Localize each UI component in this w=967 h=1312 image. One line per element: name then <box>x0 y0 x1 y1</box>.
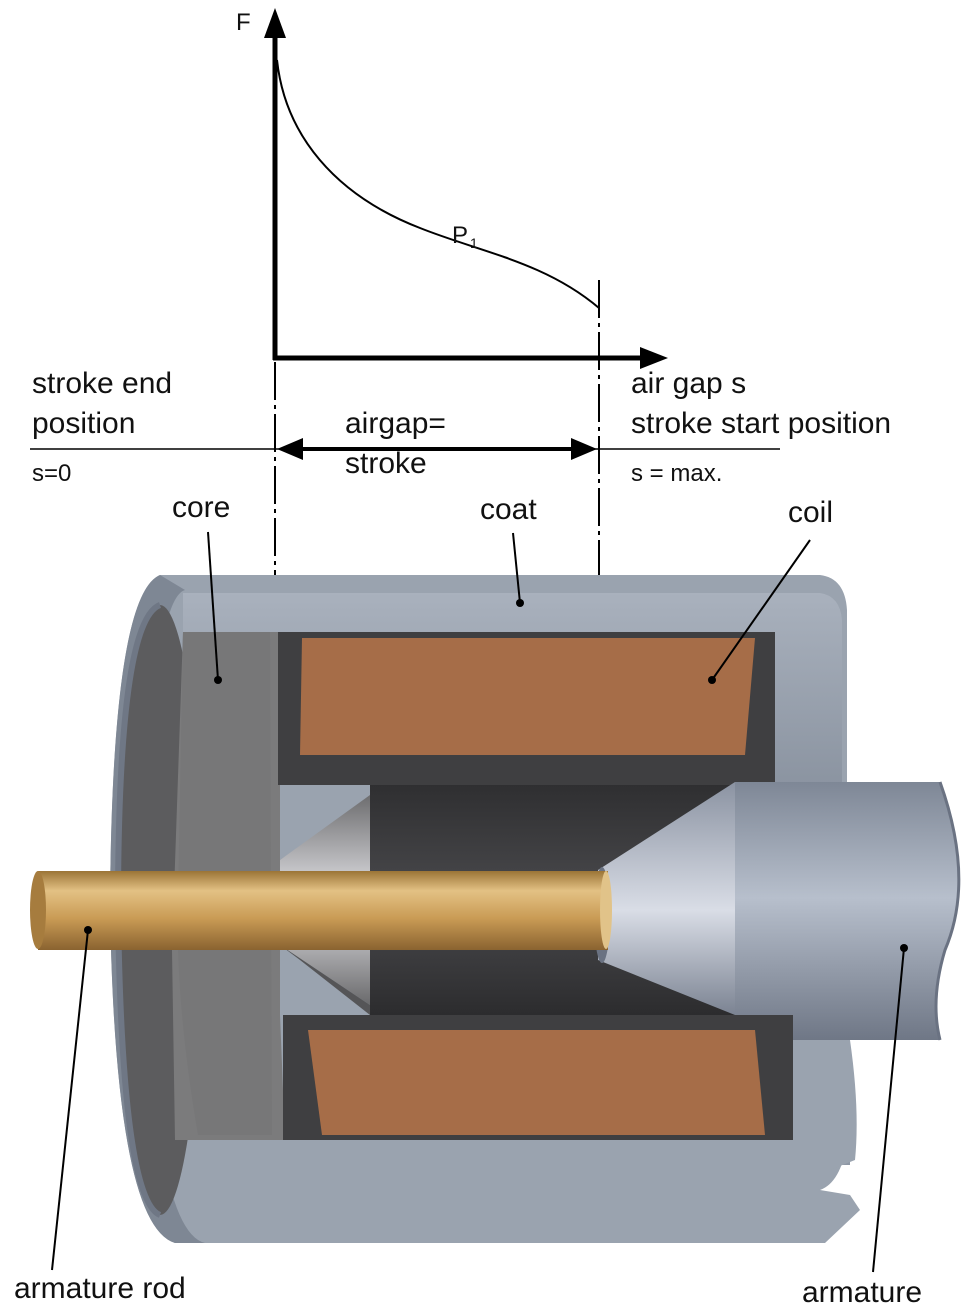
coat-label: coat <box>480 493 537 526</box>
coil-winding-top <box>300 638 755 755</box>
coil-dot <box>708 676 716 684</box>
y-axis-arrowhead <box>264 8 286 38</box>
solenoid-body <box>30 575 961 1243</box>
coil-label: coil <box>788 496 833 529</box>
leader-lines <box>51 531 905 1273</box>
s-zero-label: s=0 <box>32 460 71 487</box>
airgap-right-arrowhead <box>571 438 597 460</box>
core-leader <box>207 531 219 681</box>
coat-bottom-face <box>198 1040 857 1170</box>
armature-rod-right-end <box>600 871 612 949</box>
armature-end <box>934 781 961 1041</box>
coat-leader <box>512 532 521 604</box>
armature-rod-dot <box>84 926 92 934</box>
armature-rod-leader <box>51 929 89 1271</box>
force-curve <box>276 59 600 309</box>
armature-body <box>735 782 959 1040</box>
armature-dot <box>900 944 908 952</box>
stroke-start-position-label: stroke start position <box>631 407 891 440</box>
force-stroke-graph: F P 1 <box>236 8 668 369</box>
coat-dot <box>516 599 524 607</box>
x-axis-arrowhead <box>640 347 668 369</box>
coil-leader <box>711 539 811 681</box>
armature-leader <box>872 947 905 1273</box>
s-max-label: s = max. <box>631 460 722 487</box>
armature-label: armature <box>802 1276 922 1309</box>
stroke-end-label: stroke end <box>32 367 172 400</box>
armature-rod-label: armature rod <box>14 1272 186 1305</box>
stroke-label: stroke <box>345 447 427 480</box>
airgap-left-arrowhead <box>277 438 303 460</box>
core-label: core <box>172 491 230 524</box>
air-gap-s-label: air gap s <box>631 367 746 400</box>
position-label: position <box>32 407 135 440</box>
leader-dots <box>84 599 908 952</box>
armature-cone <box>598 782 735 1015</box>
airgap-label: airgap= <box>345 407 446 440</box>
core-dot <box>214 676 222 684</box>
curve-label-subscript: 1 <box>470 235 478 251</box>
coil-winding-bottom <box>308 1030 765 1135</box>
y-axis-label: F <box>236 9 251 36</box>
curve-label: P <box>452 222 468 249</box>
armature-rod-left-end <box>30 871 46 949</box>
armature-rod <box>38 871 608 950</box>
